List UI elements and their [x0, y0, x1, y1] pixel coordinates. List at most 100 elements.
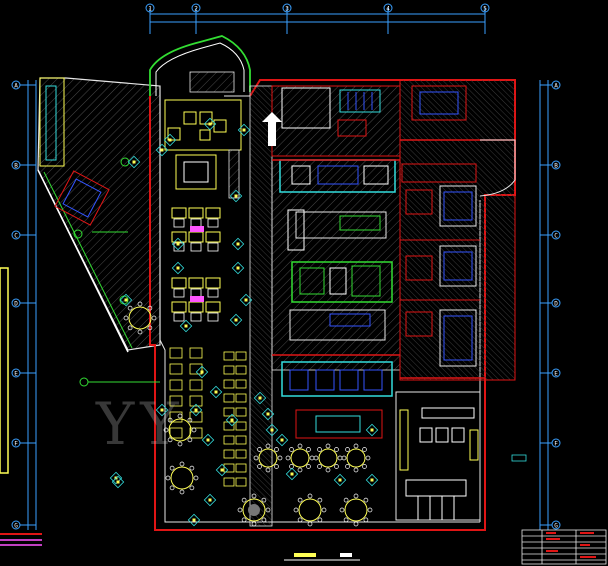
- chair: [235, 393, 247, 403]
- top-dimension-line: [149, 8, 486, 34]
- room-tag: [511, 454, 527, 462]
- svg-text:E: E: [14, 371, 18, 378]
- round-tables: [123, 301, 373, 527]
- top-axis-1: 1: [145, 3, 155, 13]
- svg-text:A: A: [554, 83, 558, 90]
- table-group: [171, 207, 221, 252]
- svg-text:G: G: [554, 523, 558, 530]
- fixture-marker: [333, 473, 347, 487]
- right-axis-B: B: [551, 160, 561, 170]
- chair: [223, 365, 235, 375]
- chair: [235, 407, 247, 417]
- svg-text:B: B: [554, 163, 558, 170]
- fixture-marker: [229, 189, 243, 203]
- right-dimension-line: [539, 80, 549, 530]
- entrance-block: [164, 71, 250, 199]
- fixture-marker: [365, 423, 379, 437]
- fixture-marker: [171, 261, 185, 275]
- round-table: [293, 493, 327, 527]
- fixture-marker: [225, 413, 239, 427]
- top-axis-bubbles: 1 2 3 4 5: [145, 3, 490, 13]
- right-axis-F: F: [551, 438, 561, 448]
- booth-seat: [189, 427, 203, 439]
- fixture-marker: [127, 155, 141, 169]
- booth-seat: [169, 347, 183, 359]
- svg-text:B: B: [14, 163, 18, 170]
- table-group: [171, 277, 221, 322]
- fixture-marker: [111, 475, 125, 489]
- chair: [223, 435, 235, 445]
- top-axis-3: 3: [282, 3, 292, 13]
- left-frame-edge: [0, 267, 9, 474]
- left-axis-B: B: [11, 160, 21, 170]
- chair: [235, 477, 247, 487]
- booth-seat: [189, 363, 203, 375]
- chair-column: [169, 347, 247, 487]
- svg-text:1: 1: [148, 6, 152, 13]
- chair: [235, 463, 247, 473]
- chair: [223, 421, 235, 431]
- chair: [223, 463, 235, 473]
- booth-seat: [189, 347, 203, 359]
- svg-text:E: E: [554, 371, 558, 378]
- left-axis-C: C: [11, 230, 21, 240]
- corridor-west: [249, 85, 273, 527]
- fixture-marker: [187, 513, 201, 527]
- fixture-marker: [155, 403, 169, 417]
- fixture-marker: [239, 293, 253, 307]
- fixture-marker: [189, 403, 203, 417]
- round-table: [339, 493, 373, 527]
- fixture-marker: [195, 365, 209, 379]
- top-axis-2: 2: [191, 3, 201, 13]
- svg-text:D: D: [14, 301, 18, 308]
- fixture-marker: [179, 319, 193, 333]
- fixture-marker: [163, 133, 177, 147]
- top-axis-4: 4: [383, 3, 393, 13]
- fixture-marker: [365, 473, 379, 487]
- left-axis-F: F: [11, 438, 21, 448]
- fixture-marker: [237, 123, 251, 137]
- booth-seat: [169, 427, 183, 439]
- drawing-title: [284, 553, 360, 561]
- left-axis-G: G: [11, 520, 21, 530]
- entry-arrow: [262, 112, 282, 146]
- chair: [235, 449, 247, 459]
- left-wing: [37, 77, 161, 353]
- fixture-marker: [209, 385, 223, 399]
- svg-text:C: C: [554, 233, 558, 240]
- right-axis-E: E: [551, 368, 561, 378]
- dining-area: [171, 207, 221, 322]
- fixture-marker: [203, 493, 217, 507]
- chair: [235, 421, 247, 431]
- left-axis-D: D: [11, 298, 21, 308]
- chair: [235, 435, 247, 445]
- top-axis-5: 5: [480, 3, 490, 13]
- fixture-marker: [231, 237, 245, 251]
- fixture-marker: [203, 117, 217, 131]
- fixture-marker: [119, 293, 133, 307]
- fixture-marker: [171, 237, 185, 251]
- svg-text:3: 3: [285, 6, 289, 13]
- chair: [223, 477, 235, 487]
- chair: [235, 351, 247, 361]
- fixture-marker: [201, 433, 215, 447]
- fixture-marker: [229, 313, 243, 327]
- booth-seat: [169, 395, 183, 407]
- round-table: [313, 443, 343, 473]
- chair: [235, 379, 247, 389]
- kitchen-zone: [271, 159, 401, 371]
- booth-seat: [189, 411, 203, 423]
- fixture-marker: [275, 433, 289, 447]
- curved-glass-wall: [149, 35, 251, 96]
- fixture-marker: [261, 407, 275, 421]
- fixture-marker: [285, 467, 299, 481]
- right-axis-A: A: [551, 80, 561, 90]
- title-block: [521, 529, 607, 565]
- round-table: [253, 443, 283, 473]
- booth-seat: [189, 379, 203, 391]
- svg-text:4: 4: [386, 6, 390, 13]
- legend-note: [0, 533, 42, 546]
- right-axis-G: G: [551, 520, 561, 530]
